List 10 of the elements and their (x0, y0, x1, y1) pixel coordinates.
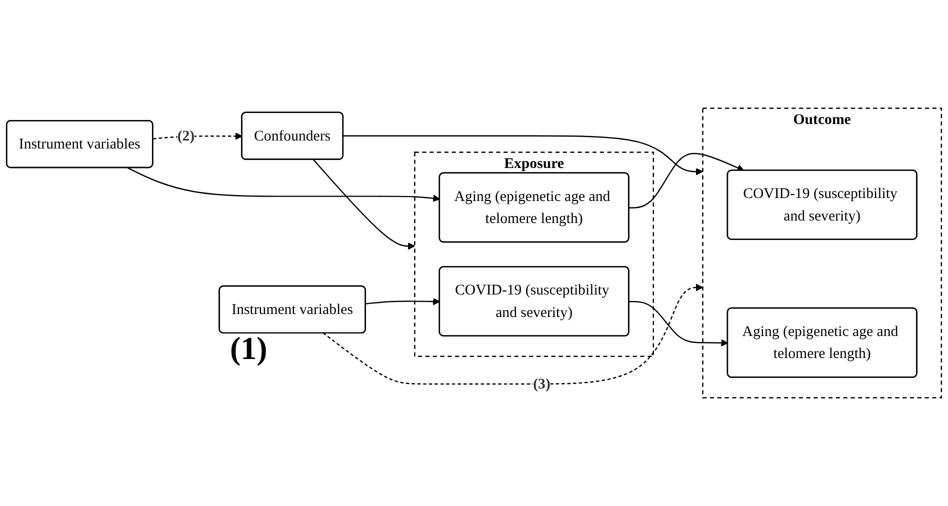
arrow (629, 300, 728, 347)
arrow (312, 158, 416, 250)
arrow (342, 135, 704, 176)
arrow (127, 167, 440, 202)
edge-label: (2) (177, 127, 195, 144)
arrow (629, 152, 744, 208)
arrow (366, 298, 440, 306)
edge-label: (3) (533, 375, 550, 392)
arrow (152, 132, 242, 140)
arrow (322, 284, 704, 385)
